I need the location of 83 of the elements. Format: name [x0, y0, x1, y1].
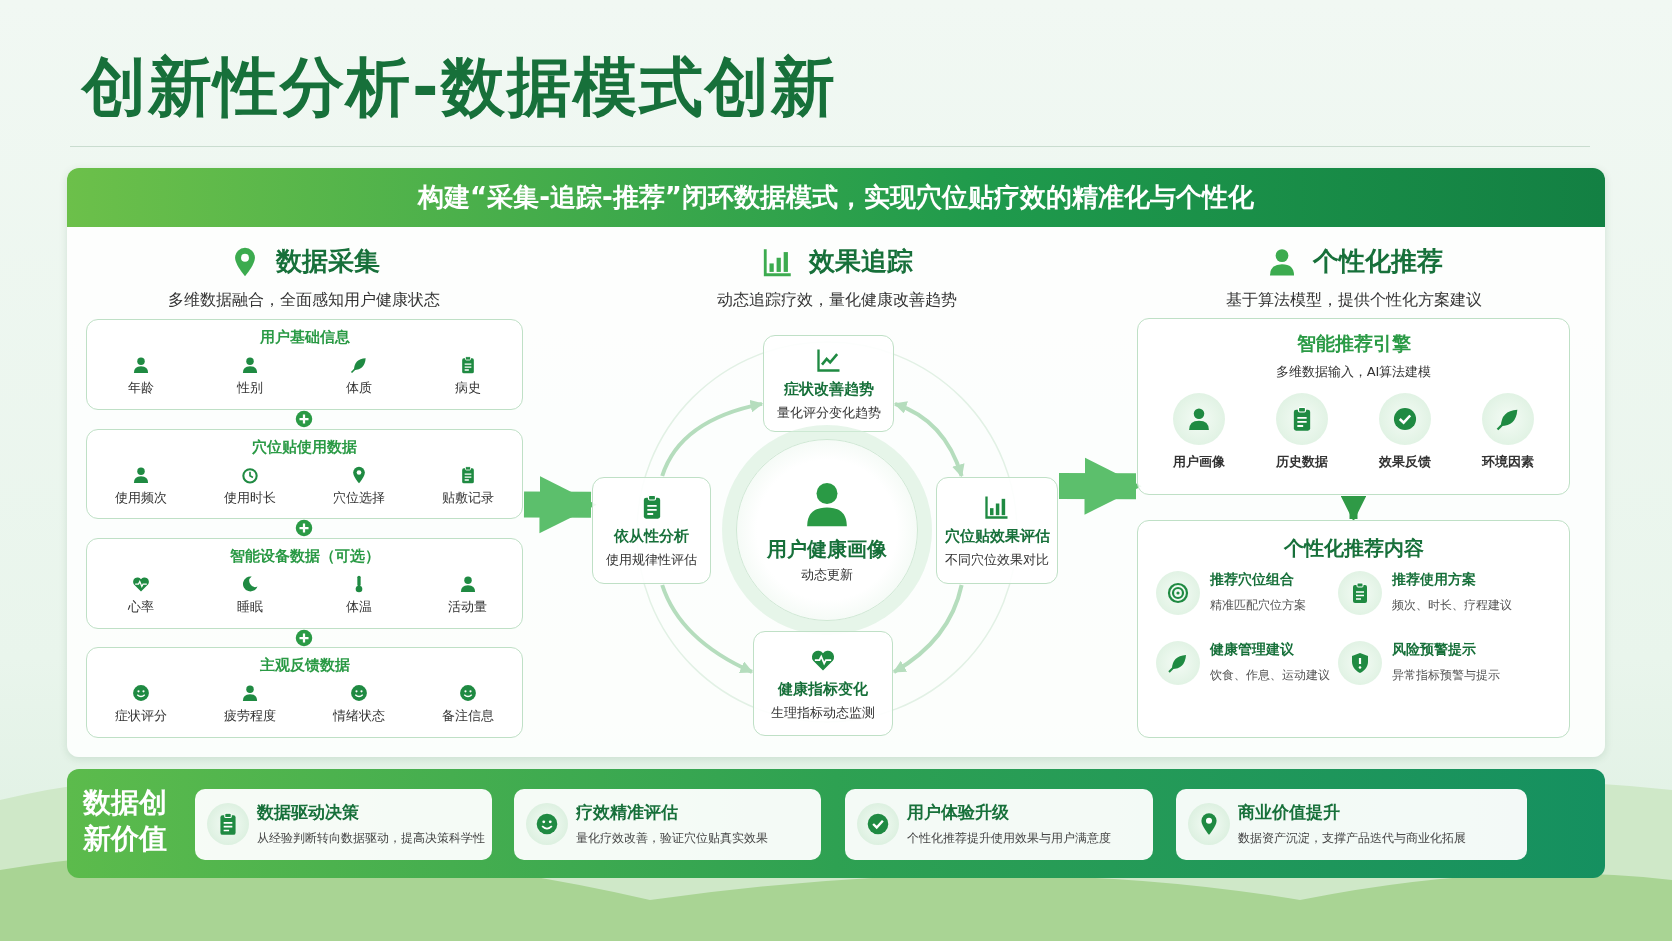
engine-box	[1137, 318, 1570, 495]
item-label: 使用频次	[115, 489, 168, 507]
band-heading: 数据创新价值	[83, 785, 168, 857]
recommendation-box	[1137, 520, 1570, 738]
item-label: 效果反馈	[1378, 453, 1431, 471]
card-subtitle: 动态更新	[801, 567, 853, 584]
card-subtitle: 不同穴位效果对比	[945, 551, 1049, 569]
metric-card	[936, 477, 1058, 584]
metric-card	[763, 335, 894, 432]
card-heading: 健康指标变化	[778, 679, 868, 699]
card-heading: 数据驱动决策	[257, 801, 359, 824]
category-box	[86, 538, 523, 629]
item-label: 病史	[454, 379, 481, 397]
item-description: 精准匹配穴位方案	[1210, 597, 1306, 614]
card-description: 量化疗效改善，验证穴位贴真实效果	[576, 831, 768, 846]
item-label: 疲劳程度	[224, 707, 277, 725]
item-label: 使用时长	[224, 489, 277, 507]
value-card	[195, 789, 492, 860]
item-label: 穴位选择	[332, 489, 385, 507]
page-title: 创新性分析-数据模式创新	[82, 49, 837, 126]
card-heading: 穴位贴效果评估	[944, 526, 1050, 546]
box-heading: 智能推荐引擎	[1295, 331, 1412, 356]
box-heading: 穴位贴使用数据	[251, 438, 358, 457]
card-heading: 用户健康画像	[767, 536, 887, 563]
item-label: 备注信息	[441, 707, 494, 725]
section-subtitle: 动态追踪疗效，量化健康改善趋势	[716, 290, 958, 311]
arrow	[1340, 495, 1367, 522]
item-label: 体质	[345, 379, 372, 397]
card-subtitle: 生理指标动态监测	[771, 704, 875, 722]
metric-card	[753, 631, 893, 736]
item-label: 环境因素	[1481, 453, 1534, 471]
item-label: 贴敷记录	[441, 489, 494, 507]
item-title: 推荐穴位组合	[1210, 571, 1295, 589]
section-heading: 效果追踪	[809, 245, 913, 278]
item-label: 症状评分	[115, 707, 168, 725]
banner	[67, 168, 1605, 227]
category-box	[86, 429, 523, 519]
item-label: 年龄	[128, 379, 155, 397]
card-heading: 疗效精准评估	[576, 801, 678, 824]
category-box	[86, 647, 523, 738]
section-heading: 个性化推荐	[1313, 245, 1443, 278]
arrow	[892, 584, 964, 674]
item-label: 用户画像	[1173, 453, 1226, 471]
box-heading: 智能设备数据（可选）	[228, 547, 381, 566]
value-band	[67, 769, 1605, 878]
item-description: 饮食、作息、运动建议	[1210, 667, 1330, 684]
box-heading: 个性化推荐内容	[1282, 535, 1425, 562]
item-title: 健康管理建议	[1210, 641, 1295, 659]
value-card	[1176, 789, 1527, 860]
arrow	[660, 400, 764, 477]
item-label: 活动量	[448, 598, 488, 616]
card-heading: 症状改善趋势	[783, 379, 874, 399]
card-heading: 用户体验升级	[907, 801, 1009, 824]
item-label: 性别	[237, 379, 264, 397]
item-label: 体温	[345, 598, 372, 616]
box-subtitle: 多维数据输入，AI算法建模	[1274, 363, 1433, 381]
item-title: 推荐使用方案	[1392, 571, 1477, 589]
card-description: 从经验判断转向数据驱动，提高决策科学性	[257, 831, 485, 846]
item-label: 心率	[128, 598, 155, 616]
banner-text: 构建“采集-追踪-推荐”闭环数据模式，实现穴位贴疗效的精准化与个性化	[418, 181, 1254, 214]
category-box	[86, 319, 523, 410]
item-description: 异常指标预警与提示	[1392, 667, 1500, 684]
value-card	[845, 789, 1153, 860]
card-heading: 依从性分析	[614, 526, 689, 546]
card-subtitle: 量化评分变化趋势	[776, 404, 881, 422]
arrow	[893, 401, 965, 478]
value-card	[514, 789, 821, 860]
section-subtitle: 多维数据融合，全面感知用户健康状态	[167, 290, 441, 311]
item-title: 风险预警提示	[1392, 641, 1477, 659]
box-heading: 主观反馈数据	[258, 656, 351, 675]
item-label: 睡眠	[237, 598, 264, 616]
card-description: 数据资产沉淀，支撑产品迭代与商业化拓展	[1238, 831, 1466, 846]
arrow	[660, 584, 754, 674]
box-heading: 用户基础信息	[258, 328, 351, 347]
item-label: 情绪状态	[332, 707, 385, 725]
section-heading: 数据采集	[276, 245, 380, 278]
item-description: 频次、时长、疗程建议	[1392, 597, 1512, 614]
item-label: 历史数据	[1276, 453, 1329, 471]
card-subtitle: 使用规律性评估	[606, 551, 697, 569]
section-subtitle: 基于算法模型，提供个性化方案建议	[1225, 290, 1483, 311]
card-heading: 商业价值提升	[1238, 801, 1340, 824]
metric-card	[592, 477, 711, 584]
card-description: 个性化推荐提升使用效果与用户满意度	[907, 831, 1111, 846]
